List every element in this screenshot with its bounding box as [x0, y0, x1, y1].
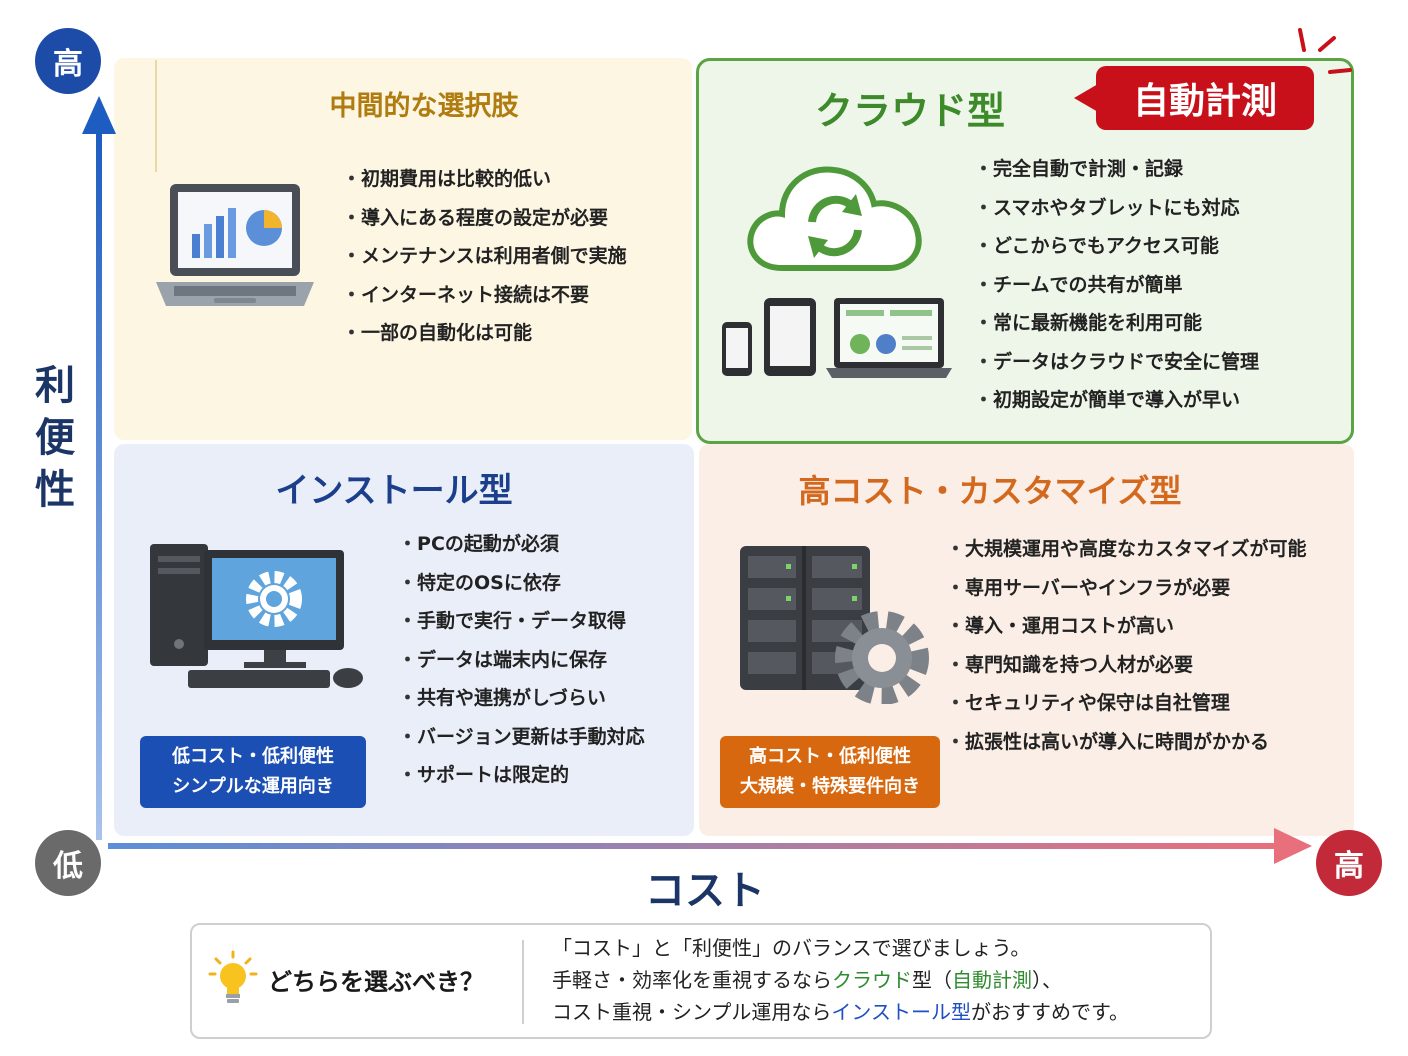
auto-measure-highlight: 自動計測: [952, 968, 1032, 992]
custom-type-title: 高コスト・カスタマイズ型: [798, 472, 1182, 510]
list-item: 導入にある程度の設定が必要: [342, 199, 627, 238]
install-type-title: インストール型: [275, 471, 513, 511]
server-gear-icon: [740, 546, 929, 704]
install-type-list: PCの起動が必須 特定のOSに依存 手動で実行・データ取得 データは端末内に保存…: [398, 525, 645, 795]
x-axis-high-marker: 高: [1316, 830, 1382, 896]
y-axis-label-char: 利: [35, 363, 75, 409]
list-item: データはクラウドで安全に管理: [974, 343, 1259, 382]
list-item: 特定のOSに依存: [398, 564, 645, 603]
laptop-chart-icon: [156, 184, 314, 306]
list-item: 手動で実行・データ取得: [398, 602, 645, 641]
list-item: 初期設定が簡単で導入が早い: [974, 381, 1259, 420]
text-segment: がおすすめです。: [971, 1000, 1130, 1024]
list-item: スマホやタブレットにも対応: [974, 189, 1259, 228]
recommendation-box: [190, 923, 1212, 1039]
text-segment: 型（: [912, 968, 952, 992]
desktop-gear-icon: [150, 544, 363, 688]
list-item: 一部の自動化は可能: [342, 314, 627, 353]
list-item: 共有や連携がしづらい: [398, 679, 645, 718]
list-item: 常に最新機能を利用可能: [974, 304, 1259, 343]
list-item: 拡張性は高いが導入に時間がかかる: [946, 723, 1306, 762]
recommendation-text: 「コスト」と「利便性」のバランスで選びましょう。 手軽さ・効率化を重視するならク…: [552, 932, 1129, 1028]
list-item: PCの起動が必須: [398, 525, 645, 564]
origin-low-marker: 低: [35, 830, 101, 896]
middle-option-list: 初期費用は比較的低い 導入にある程度の設定が必要 メンテナンスは利用者側で実施 …: [342, 160, 627, 353]
list-item: 完全自動で計測・記録: [974, 150, 1259, 189]
y-axis-high-marker: 高: [35, 28, 101, 94]
cloud-type-title: クラウド型: [814, 89, 1005, 133]
list-item: バージョン更新は手動対応: [398, 718, 645, 757]
x-axis-label: コスト: [645, 868, 765, 914]
tag-line: シンプルな運用向き: [172, 776, 334, 797]
cloud-type-list: 完全自動で計測・記録 スマホやタブレットにも対応 どこからでもアクセス可能 チー…: [974, 150, 1259, 420]
list-item: 導入・運用コストが高い: [946, 607, 1306, 646]
list-item: インターネット接続は不要: [342, 276, 627, 315]
middle-option-title: 中間的な選択肢: [329, 91, 519, 122]
install-type-tag: 低コスト・低利便性 シンプルな運用向き: [140, 736, 366, 808]
text-segment: ）、: [1032, 968, 1062, 992]
auto-measure-badge: 自動計測: [1074, 66, 1314, 130]
recommendation-question: どちらを選ぶべき？: [268, 968, 484, 996]
recommendation-line-2: 手軽さ・効率化を重視するならクラウド型（自動計測）、: [552, 964, 1129, 996]
list-item: データは端末内に保存: [398, 641, 645, 680]
tag-line: 大規模・特殊要件向き: [740, 776, 920, 797]
recommendation-line-3: コスト重視・シンプル運用ならインストール型がおすすめです。: [552, 996, 1129, 1028]
custom-type-tag: 高コスト・低利便性 大規模・特殊要件向き: [720, 736, 940, 808]
text-segment: 手軽さ・効率化を重視するなら: [552, 968, 832, 992]
list-item: セキュリティや保守は自社管理: [946, 684, 1306, 723]
custom-type-list: 大規模運用や高度なカスタマイズが可能 専用サーバーやインフラが必要 導入・運用コ…: [946, 530, 1306, 761]
y-axis-label-char: 便: [35, 415, 75, 461]
tag-line: 低コスト・低利便性: [172, 746, 334, 767]
list-item: サポートは限定的: [398, 756, 645, 795]
list-item: どこからでもアクセス可能: [974, 227, 1259, 266]
y-axis-label: 利 便 性: [30, 360, 80, 516]
lightbulb-icon: [208, 950, 258, 1003]
list-item: メンテナンスは利用者側で実施: [342, 237, 627, 276]
list-item: 大規模運用や高度なカスタマイズが可能: [946, 530, 1306, 569]
install-highlight: インストール型: [831, 1000, 972, 1024]
devices-icon: [722, 298, 952, 378]
list-item: 専用サーバーやインフラが必要: [946, 569, 1306, 608]
recommendation-line-1: 「コスト」と「利便性」のバランスで選びましょう。: [552, 936, 1031, 960]
list-item: 専門知識を持つ人材が必要: [946, 646, 1306, 685]
cloud-highlight: クラウド: [832, 968, 912, 992]
text-segment: コスト重視・シンプル運用なら: [552, 1000, 832, 1024]
recommendation-divider: [522, 940, 524, 1024]
list-item: 初期費用は比較的低い: [342, 160, 627, 199]
y-axis-label-char: 性: [35, 467, 75, 513]
tag-line: 高コスト・低利便性: [749, 746, 911, 767]
list-item: チームでの共有が簡単: [974, 266, 1259, 305]
cloud-sync-icon: [747, 166, 922, 271]
